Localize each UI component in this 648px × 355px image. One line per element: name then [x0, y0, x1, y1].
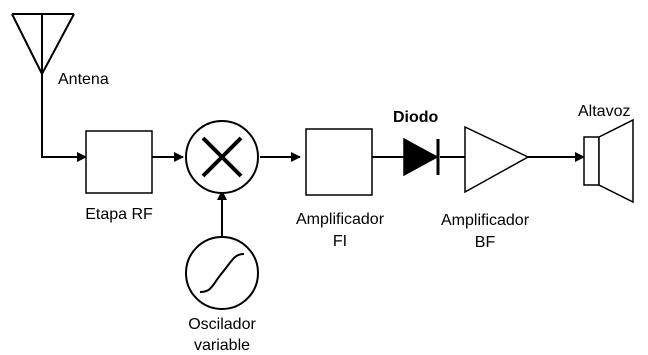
oscillator-label-line1: Oscilador: [188, 316, 256, 333]
antenna-icon: [11, 13, 75, 77]
diode-icon: [403, 137, 440, 177]
diode-label: Diodo: [393, 109, 439, 126]
bf-amplifier-label-line2: BF: [474, 234, 496, 251]
oscillator-icon: [185, 236, 259, 310]
if-amplifier-label-line2: FI: [332, 233, 348, 250]
antenna-label: Antena: [58, 71, 109, 88]
rf-stage-box: [85, 130, 153, 194]
signal-lines: [41, 74, 585, 238]
mixer-icon: [185, 120, 259, 194]
amplifier-icon: [464, 125, 530, 194]
oscillator-label-line2: variable: [193, 337, 251, 354]
rf-stage-label: Etapa RF: [85, 206, 153, 223]
speaker-icon: [583, 118, 634, 204]
speaker-label: Altavoz: [578, 103, 631, 120]
antenna-feed-line: [41, 74, 87, 162]
if-amplifier-box: [305, 128, 373, 196]
if-amplifier-label-line1: Amplificador: [295, 211, 385, 228]
bf-amplifier-label-line1: Amplificador: [440, 212, 530, 229]
